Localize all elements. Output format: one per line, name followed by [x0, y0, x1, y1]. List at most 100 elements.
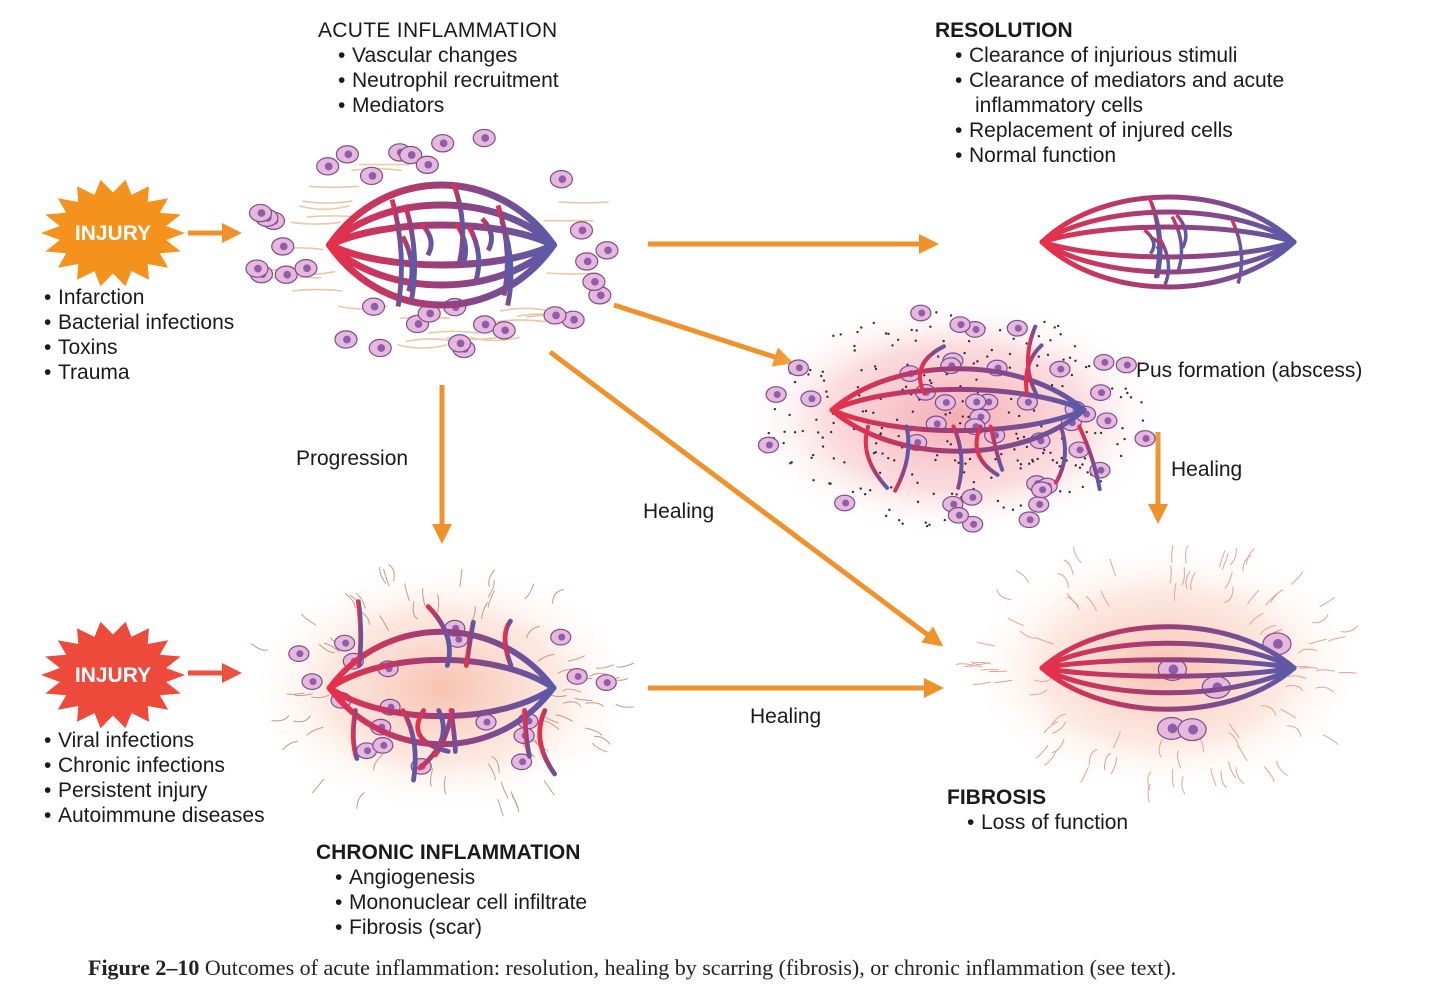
pus-dot — [928, 379, 932, 382]
pus-dot — [1043, 448, 1046, 452]
cell-nucleus — [1273, 638, 1283, 649]
pus-dot — [872, 321, 875, 325]
cell-nucleus — [483, 718, 491, 726]
fiber — [1181, 776, 1186, 795]
pus-dot — [1036, 457, 1039, 461]
cell-nucleus — [918, 309, 926, 317]
cell-nucleus — [1142, 435, 1150, 443]
cell-nucleus — [519, 758, 527, 766]
cell-nucleus — [257, 209, 266, 217]
fibrosis-item: Loss of function — [967, 810, 1128, 835]
fiber — [1057, 572, 1070, 588]
pus-dot — [1110, 387, 1114, 390]
vessel-sprout — [1024, 343, 1044, 396]
cell-nucleus — [1123, 361, 1131, 369]
vessel-mesh — [1143, 228, 1156, 255]
pus-dot — [839, 333, 842, 336]
fiber — [1103, 752, 1112, 771]
fiber — [1327, 636, 1346, 642]
figure-caption: Figure 2–10 Outcomes of acute inflammati… — [88, 955, 1176, 981]
pus-dot — [825, 390, 828, 393]
fiber — [1147, 784, 1152, 803]
pus-dot — [783, 430, 786, 434]
vessel-sprout — [415, 708, 451, 754]
pus-dot — [1084, 365, 1088, 369]
injury-bottom-list: Viral infections Chronic infections Pers… — [44, 728, 265, 828]
fiber — [567, 655, 586, 662]
fiber — [488, 569, 496, 587]
vessel-sprout — [350, 708, 360, 761]
tissue-fiber — [298, 205, 350, 211]
fiber — [487, 579, 495, 598]
pus-dot — [880, 426, 884, 430]
abscess-illustration — [740, 298, 1174, 538]
vessel-sprout — [1053, 424, 1068, 485]
chronic-list: Angiogenesis Mononuclear cell infiltrate… — [335, 865, 587, 940]
pus-dot — [843, 461, 846, 464]
pus-dot — [910, 328, 913, 332]
fiber — [596, 664, 614, 669]
fiber — [994, 679, 1013, 684]
injury-top-item: Infarction — [44, 285, 234, 310]
cell-nucleus — [426, 309, 435, 318]
fiber — [543, 780, 555, 796]
tissue-fiber — [290, 221, 341, 225]
pus-dot — [936, 355, 940, 358]
vessel-sprout — [356, 599, 364, 668]
pus-dot — [998, 329, 1002, 332]
cell-nucleus — [303, 264, 311, 273]
fiber — [436, 594, 440, 613]
pus-dot — [860, 368, 863, 372]
fiber — [1015, 569, 1029, 584]
fiber — [430, 768, 434, 787]
cell-nucleus — [957, 321, 965, 329]
pus-dot — [1062, 358, 1065, 361]
vessel-sprout — [988, 424, 1005, 472]
cell-nucleus — [1014, 324, 1022, 332]
pus-dot — [1056, 324, 1060, 328]
vessel-branch — [1039, 239, 1297, 290]
pus-dot — [863, 493, 867, 496]
fiber — [1181, 567, 1185, 586]
pus-dot — [929, 325, 932, 328]
fiber — [1051, 721, 1066, 734]
resolution-item: Replacement of injured cells — [955, 118, 1284, 143]
pus-dot — [1058, 465, 1061, 468]
pus-dot — [967, 415, 970, 419]
pus-dot — [1046, 353, 1050, 357]
pus-dot — [782, 441, 785, 445]
fiber — [311, 694, 330, 699]
fiber — [250, 643, 269, 651]
vessel-branch — [1039, 665, 1297, 712]
pus-dot — [821, 445, 825, 448]
vessel-branch — [1039, 224, 1297, 245]
pus-dot — [875, 442, 878, 445]
vessel-branch — [829, 366, 1087, 413]
pus-dot — [1043, 320, 1046, 324]
pus-dot — [820, 374, 823, 378]
fiber — [412, 601, 419, 620]
vessel-sprout — [863, 424, 890, 490]
pus-dot — [856, 385, 860, 389]
fiber — [996, 588, 1012, 601]
fiber — [1228, 761, 1237, 779]
arrow-healing-diagonal — [548, 349, 944, 647]
fiber — [1080, 766, 1089, 784]
injury-top-item: Bacterial infections — [44, 310, 234, 335]
pus-dot — [958, 422, 962, 425]
pus-dot — [874, 451, 877, 454]
fiber — [1066, 596, 1080, 611]
fiber — [373, 754, 383, 771]
vessel-sprout — [463, 619, 476, 668]
tissue-fiber — [499, 307, 551, 312]
fiber — [1340, 625, 1359, 633]
pus-dot — [1025, 445, 1029, 449]
chronic-item: Mononuclear cell infiltrate — [335, 890, 587, 915]
acute-item: Neutrophil recruitment — [338, 68, 559, 93]
vessel-mesh — [480, 216, 494, 252]
tissue-fiber — [292, 288, 343, 292]
pus-dot — [975, 378, 978, 381]
pus-dot — [807, 373, 810, 376]
pus-dot — [1121, 427, 1124, 430]
injury-top-label: INJURY — [75, 222, 151, 245]
